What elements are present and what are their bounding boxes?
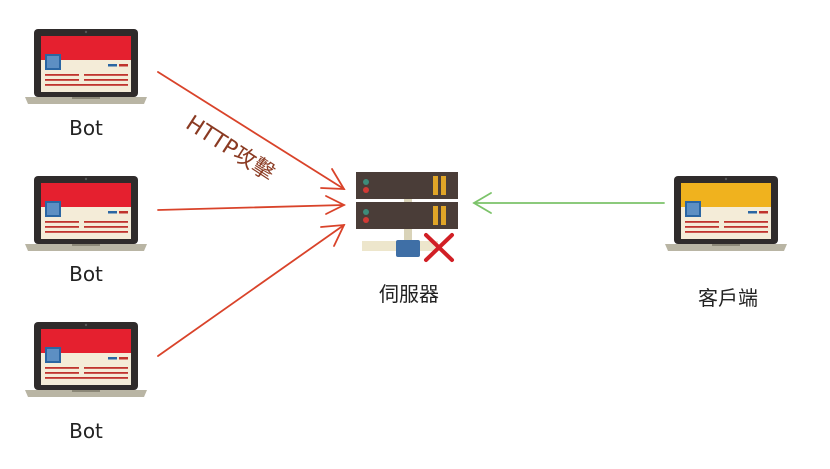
bot-label-3: Bot xyxy=(69,419,103,443)
attack-arrow-2 xyxy=(157,195,347,215)
bot-label-1: Bot xyxy=(69,116,103,140)
client-request-arrow xyxy=(472,192,665,214)
x-mark-icon xyxy=(424,233,454,262)
server-label: 伺服器 xyxy=(379,282,439,306)
client-laptop xyxy=(665,176,787,251)
server-rack-icon xyxy=(356,172,458,257)
attack-arrow-1 xyxy=(157,71,346,190)
attack-arrow-3 xyxy=(157,223,346,357)
bot-laptop-2 xyxy=(25,176,147,251)
client-label: 客戶端 xyxy=(698,286,758,310)
bot-label-2: Bot xyxy=(69,262,103,286)
bot-laptop-3 xyxy=(25,322,147,397)
bot-laptop-1 xyxy=(25,29,147,104)
